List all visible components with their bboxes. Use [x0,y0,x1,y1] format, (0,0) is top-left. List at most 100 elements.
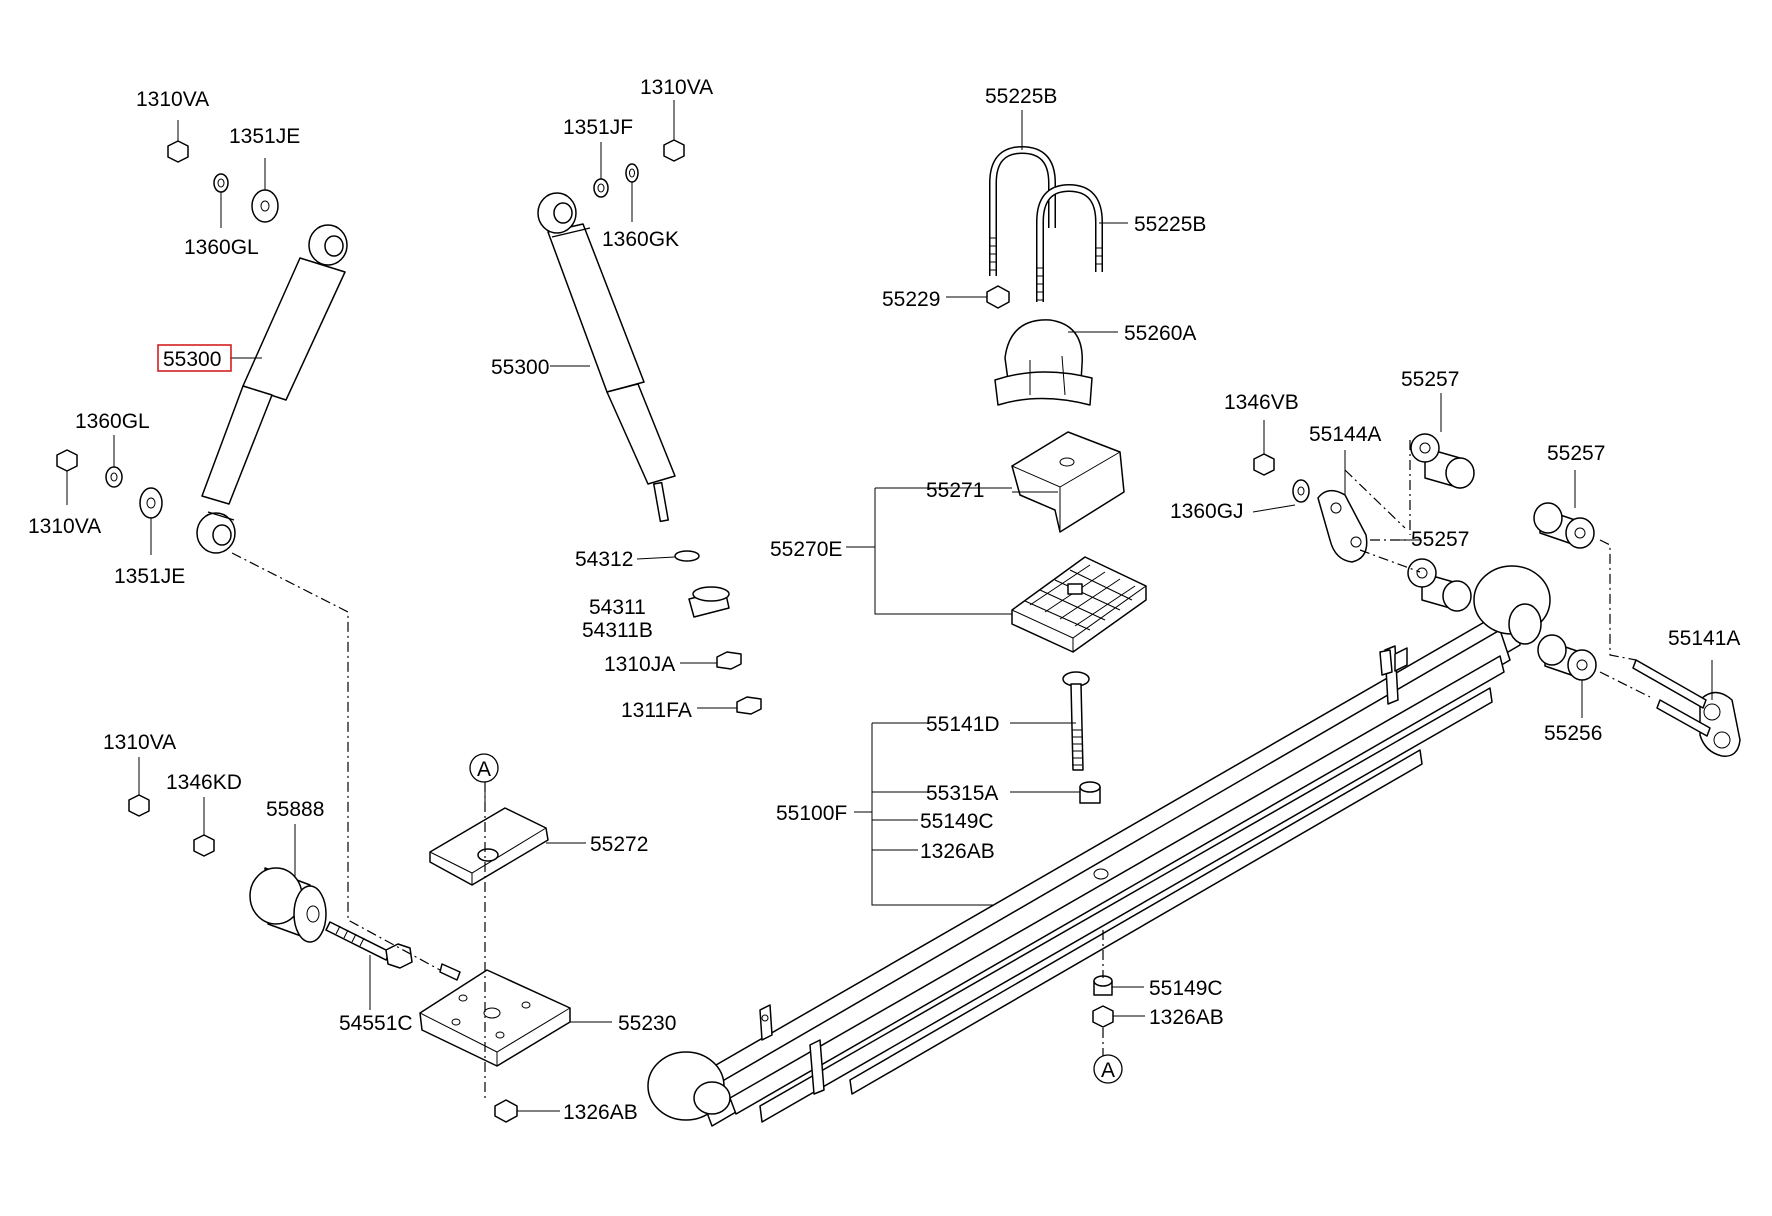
spacer-55149c-lower[interactable] [1093,975,1144,996]
svg-text:A: A [477,758,491,781]
center-bolt-55141d[interactable] [1062,671,1090,771]
bracket-55271[interactable] [1011,431,1125,533]
reference-marker-a-bottom: A [1093,1054,1123,1084]
label-1346vb[interactable]: 1346VB [1224,391,1299,414]
label-54551c[interactable]: 54551C [339,1012,413,1035]
nut-1346vb[interactable] [1253,420,1275,476]
label-55100f[interactable]: 55100F [776,802,847,825]
bushing-55257-upper[interactable] [1410,433,1475,489]
label-1326ab-upper[interactable]: 1326AB [920,840,995,863]
bushing-55256[interactable] [1537,634,1597,718]
label-1346kd[interactable]: 1346KD [166,771,242,794]
label-55141a[interactable]: 55141A [1668,627,1740,650]
svg-text:A: A [1101,1059,1115,1082]
washer-1351je-mid[interactable] [139,487,163,555]
label-1360gk[interactable]: 1360GK [602,228,679,251]
label-1311fa[interactable]: 1311FA [621,699,692,722]
label-1310ja[interactable]: 1310JA [604,653,675,676]
bushing-55888[interactable] [249,824,327,943]
part-labels: 1310VA 1351JE 1360GL 55300 1360GL 1310VA… [28,76,1740,1124]
bracket-lines-55270e [846,487,1012,615]
label-1351je-top[interactable]: 1351JE [229,125,300,148]
label-55144a[interactable]: 55144A [1309,423,1381,446]
washer-1360gj[interactable] [1252,479,1310,513]
label-55149c-upper[interactable]: 55149C [920,810,994,833]
shock-absorber-middle[interactable] [537,192,676,523]
plate-55272[interactable] [429,807,586,886]
nut-1326ab-lower[interactable] [1092,1005,1145,1028]
label-55225b-top[interactable]: 55225B [985,85,1057,108]
bushing-55257-right[interactable] [1533,502,1595,549]
label-55257-upper[interactable]: 55257 [1401,368,1459,391]
leader-lines [230,357,1576,541]
washer-1360gl-mid[interactable] [105,435,123,488]
nut-1310ja[interactable] [680,651,742,670]
pad-55270e[interactable] [1011,556,1147,653]
shock-absorber-left[interactable] [196,224,348,554]
seat-plate-55230[interactable] [419,969,612,1067]
label-55300-middle[interactable]: 55300 [491,356,549,379]
label-1360gl-top[interactable]: 1360GL [184,236,259,259]
nut-1310va-bottom-left[interactable] [128,757,150,817]
nut-1310va-top-left[interactable] [167,120,189,163]
leaf-clip-rear-top [1394,647,1408,672]
label-55141d[interactable]: 55141D [926,713,1000,736]
label-55260a[interactable]: 55260A [1124,322,1196,345]
label-1360gj[interactable]: 1360GJ [1170,500,1244,523]
spacer-55315a[interactable] [1079,781,1101,804]
label-55257-lower[interactable]: 55257 [1411,528,1469,551]
label-1351je-mid[interactable]: 1351JE [114,565,185,588]
alignment-lines-front [231,552,486,1098]
label-1310va-top-left[interactable]: 1310VA [136,88,209,111]
bolt-stud-front[interactable] [439,963,461,981]
label-1310va-bottom-left[interactable]: 1310VA [103,731,176,754]
label-55225b-side[interactable]: 55225B [1134,213,1206,236]
nut-1310va-mid-left[interactable] [56,449,78,505]
washer-1351jf[interactable] [593,142,609,198]
bracket-lines-55100f [854,722,995,906]
leader-55141d-55315a [1010,722,1080,793]
label-55230[interactable]: 55230 [618,1012,676,1035]
nut-55229[interactable] [946,285,1010,309]
label-55256[interactable]: 55256 [1544,722,1602,745]
washer-54312[interactable] [636,550,700,562]
washer-1360gk[interactable] [625,163,639,222]
label-1310va-mid-left[interactable]: 1310VA [28,515,101,538]
nut-1326ab-bottom[interactable] [494,1099,560,1123]
washer-1351je-top[interactable] [251,158,279,223]
washer-1360gl-top[interactable] [213,173,229,228]
nut-1346kd[interactable] [193,797,215,857]
alignment-lines-rear [1344,440,1651,698]
highlight-box-55300 [157,344,232,372]
label-55149c-lower[interactable]: 55149C [1149,977,1223,1000]
reference-marker-a-top: A [469,753,499,783]
label-55300-left[interactable]: 55300 [163,348,221,371]
label-55229[interactable]: 55229 [882,288,940,311]
label-55888[interactable]: 55888 [266,798,324,821]
label-1326ab-bottom[interactable]: 1326AB [563,1101,638,1124]
shackle-55141a[interactable] [1632,659,1741,757]
bushing-55257-lower[interactable] [1407,558,1472,612]
label-1351jf[interactable]: 1351JF [563,116,633,139]
label-1326ab-lower[interactable]: 1326AB [1149,1006,1224,1029]
shackle-plate-55144a[interactable] [1317,450,1368,563]
leaf-spring-55100f[interactable] [647,565,1551,1127]
bolt-54551c[interactable] [325,921,413,1010]
label-1360gl-mid[interactable]: 1360GL [75,410,150,433]
label-55315a[interactable]: 55315A [926,782,998,805]
label-1310va-top-middle[interactable]: 1310VA [640,76,713,99]
nut-1311fa[interactable] [697,696,762,715]
bushing-54311[interactable] [688,586,730,618]
u-bolt-55225b-rear[interactable] [1036,184,1103,302]
spring-seat-55260a[interactable] [994,319,1118,406]
label-55257-right[interactable]: 55257 [1547,442,1605,465]
nut-1310va-top-middle[interactable] [663,100,685,162]
label-54311b[interactable]: 54311B [582,619,653,642]
label-55271[interactable]: 55271 [926,479,984,502]
label-55272[interactable]: 55272 [590,833,648,856]
label-54311[interactable]: 54311 [589,596,646,619]
label-55270e[interactable]: 55270E [770,538,842,561]
label-54312[interactable]: 54312 [575,548,633,571]
